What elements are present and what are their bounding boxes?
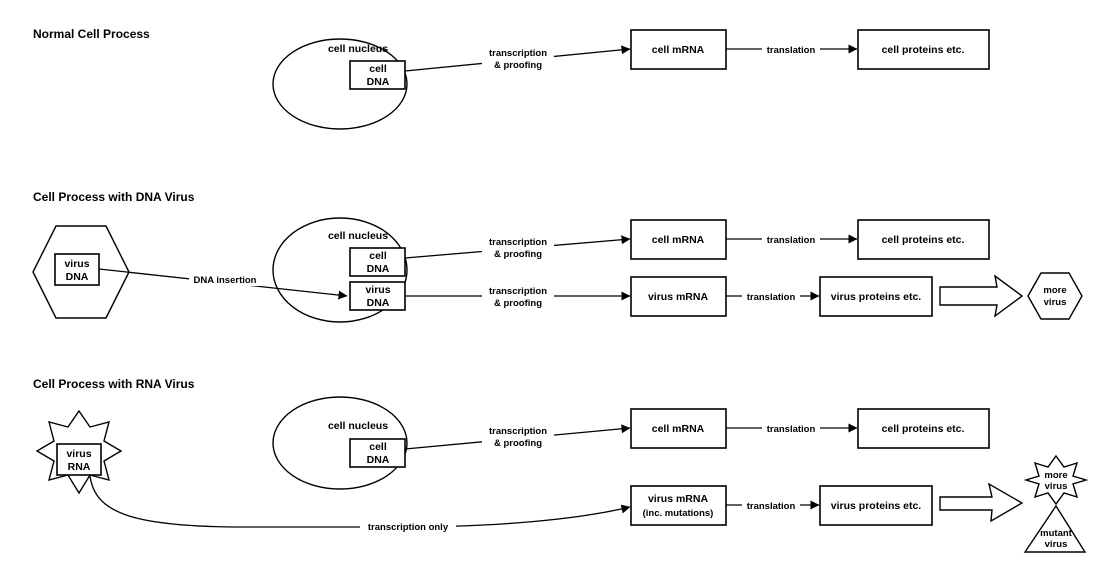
mutant-virus-triangle [1023, 504, 1087, 553]
virus-proteins-box [819, 276, 933, 317]
cell-proteins-box-3 [857, 408, 990, 449]
cell-proteins-2-label: cell proteins etc. [882, 234, 965, 246]
block-arrow-mutant-virus [939, 482, 1024, 523]
cell-dna-label-2: DNA [367, 76, 390, 88]
more-virus-label-1: more [1043, 285, 1066, 296]
virus-dna-external-label-2: DNA [66, 271, 89, 283]
cell-dna-label-1: cell [369, 63, 387, 75]
virus-mrna-label: virus mRNA [648, 291, 709, 303]
virus-rna-label-2: RNA [68, 461, 91, 473]
virus-translation-2-label: translation [747, 501, 796, 512]
virus-transcription-label-1: transcription [489, 286, 547, 297]
cell-dna-3-label-2: DNA [367, 454, 390, 466]
virus-dna-inserted-label-2: DNA [367, 297, 390, 309]
virus-rna-label-1: virus [66, 448, 91, 460]
translation-2-label: translation [767, 235, 816, 246]
dna-insertion-label: DNA insertion [194, 275, 257, 286]
mutant-virus-label-1: mutant [1040, 528, 1073, 539]
virus-mrna-mutations-box [630, 485, 727, 526]
transcription-3-label-1: transcription [489, 426, 547, 437]
translation-label: translation [767, 45, 816, 56]
cell-dna-2-label-1: cell [369, 250, 387, 262]
cell-mrna-2-label: cell mRNA [652, 234, 705, 246]
virus-proteins-label: virus proteins etc. [831, 291, 922, 303]
cell-mrna-3-label: cell mRNA [652, 423, 705, 435]
cell-proteins-box-2 [857, 219, 990, 260]
cell-proteins-3-label: cell proteins etc. [882, 423, 965, 435]
more-virus-star [1023, 454, 1089, 506]
virus-dna-inserted-label-1: virus [365, 284, 390, 296]
virus-mrna-mut-label-2: (inc. mutations) [643, 508, 714, 519]
cell-mrna-label: cell mRNA [652, 44, 705, 56]
virus-mrna-mut-label-1: virus mRNA [648, 493, 709, 505]
cell-dna-box-2 [349, 247, 406, 277]
transcription-label-1: transcription [489, 48, 547, 59]
transcription-label-2: & proofing [494, 60, 542, 71]
translation-3-label: translation [767, 424, 816, 435]
more-virus-rna-label-1: more [1044, 470, 1067, 481]
cell-proteins-label: cell proteins etc. [882, 44, 965, 56]
cell-dna-box-3 [349, 438, 406, 468]
virus-dna-box-inserted [349, 281, 406, 311]
cell-nucleus-label: cell nucleus [328, 43, 388, 55]
cell-nucleus-label-3: cell nucleus [328, 420, 388, 432]
virus-translation-label: translation [747, 292, 796, 303]
cell-proteins-box [857, 29, 990, 70]
cell-mrna-box-3 [630, 408, 727, 449]
transcription-only-label: transcription only [368, 522, 449, 533]
cell-mrna-box-2 [630, 219, 727, 260]
cell-nucleus-label-2: cell nucleus [328, 230, 388, 242]
virus-rna-box [56, 443, 102, 476]
section-title-dna-virus: Cell Process with DNA Virus [33, 190, 195, 204]
more-virus-hexagon [1027, 272, 1083, 320]
virus-dna-external-label-1: virus [64, 258, 89, 270]
transcription-2-label-2: & proofing [494, 249, 542, 260]
cell-dna-box [349, 60, 406, 90]
more-virus-rna-label-2: virus [1045, 481, 1068, 492]
cell-dna-2-label-2: DNA [367, 263, 390, 275]
section-title-normal: Normal Cell Process [33, 27, 150, 41]
transcription-2-label-1: transcription [489, 237, 547, 248]
transcription-3-label-2: & proofing [494, 438, 542, 449]
virus-proteins-2-label: virus proteins etc. [831, 500, 922, 512]
block-arrow-more-virus [939, 274, 1024, 318]
cell-dna-3-label-1: cell [369, 441, 387, 453]
cell-mrna-box [630, 29, 727, 70]
virus-mrna-box [630, 276, 727, 317]
virus-transcription-label-2: & proofing [494, 298, 542, 309]
more-virus-label-2: virus [1044, 297, 1067, 308]
virus-proteins-box-2 [819, 485, 933, 526]
section-title-rna-virus: Cell Process with RNA Virus [33, 377, 195, 391]
mutant-virus-label-2: virus [1045, 539, 1068, 550]
